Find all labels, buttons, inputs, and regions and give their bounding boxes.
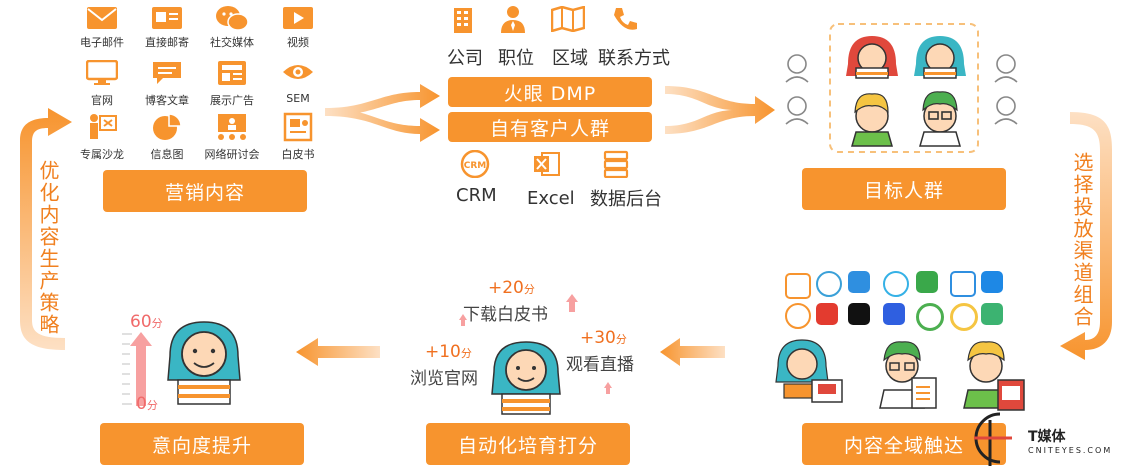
tool-app-icon <box>950 271 976 297</box>
sem-icon <box>280 62 316 82</box>
target-group-frame <box>829 23 979 153</box>
marketing-content-box: 营销内容 <box>103 170 307 212</box>
score-gauge <box>122 332 152 406</box>
intent-up-box: 意向度提升 <box>100 423 304 465</box>
phone-icon <box>612 5 638 37</box>
score-max: 60分 <box>130 312 163 332</box>
channel-label: 博客文章 <box>145 94 189 107</box>
building-icon <box>451 6 475 38</box>
baidu-icon <box>883 303 905 325</box>
dmp-box: 火眼 DMP <box>448 77 652 107</box>
display-ad-icon <box>214 60 250 86</box>
avatar-man-green-icon <box>919 91 961 147</box>
browser-app-icon <box>950 303 978 331</box>
database-icon <box>603 150 629 182</box>
douyin-icon <box>848 303 870 325</box>
source-label: CRM <box>456 185 497 206</box>
channel-label: 电子邮件 <box>80 36 124 49</box>
crm-icon: CRM <box>458 149 492 182</box>
score-plus20: +20分 <box>488 278 535 298</box>
target-avatars <box>785 36 1018 147</box>
qa-app-icon <box>916 271 938 293</box>
channel-label: 直接邮寄 <box>145 36 189 49</box>
channel-label: 网络研讨会 <box>204 148 260 161</box>
arrow-left-up <box>20 108 72 350</box>
webinar-icon <box>214 112 250 142</box>
own-customers-box: 自有客户人群 <box>448 112 652 142</box>
omni-content-box: 内容全域触达 <box>802 423 1006 465</box>
avatar-woman-left-icon <box>167 321 241 405</box>
arrow-merge <box>665 86 775 134</box>
zhihu-icon <box>981 271 1003 293</box>
channel-label: 视频 <box>287 36 309 49</box>
avatar-man-clipboard-icon <box>879 341 937 409</box>
action-whitepaper: 下载白皮书 <box>463 305 548 325</box>
avatar-man-yellow-icon <box>851 93 893 147</box>
svg-text:CRM: CRM <box>464 161 487 171</box>
avatar-man-phone-icon <box>963 341 1025 411</box>
avatar-woman-laptop-icon <box>775 339 843 403</box>
mail-app-icon <box>785 273 811 299</box>
map-icon <box>550 5 586 36</box>
logo-domain: CNITEYES.COM <box>1028 446 1113 455</box>
arrow-bottom-1 <box>660 338 725 366</box>
arrow-to-own <box>325 108 440 142</box>
grey-avatar-icon <box>785 54 1018 125</box>
avatar-woman-teal-icon <box>914 36 966 79</box>
attr-label: 联系方式 <box>598 48 670 69</box>
channel-label: SEM <box>286 92 310 105</box>
channel-label: 社交媒体 <box>210 36 254 49</box>
avatar-woman-red-icon <box>846 36 898 79</box>
persona-devices <box>775 339 1025 411</box>
email-icon <box>84 6 120 30</box>
toutiao-icon <box>816 303 838 325</box>
attr-label: 公司 <box>447 48 483 69</box>
channel-label: 白皮书 <box>281 148 315 161</box>
attr-label: 职位 <box>498 48 534 69</box>
excel-icon <box>533 150 561 182</box>
podcast-app-icon <box>785 303 811 329</box>
logo-name: T媒体 <box>1028 429 1066 445</box>
news-app-icon <box>848 271 870 293</box>
source-label: 数据后台 <box>590 189 662 210</box>
right-side-label: 选择投放渠道组合 <box>1070 152 1094 328</box>
left-side-label: 优化内容生产策略 <box>36 160 60 336</box>
action-live: 观看直播 <box>566 355 634 375</box>
blog-icon <box>149 60 185 86</box>
target-audience-box: 目标人群 <box>802 168 1006 210</box>
score-min: 0分 <box>136 394 158 414</box>
weibo-icon <box>816 271 842 297</box>
salon-icon <box>84 112 120 142</box>
channel-label: 信息图 <box>150 148 184 161</box>
score-plus10: +10分 <box>425 342 472 362</box>
wechat-icon <box>981 303 1003 325</box>
score-plus30: +30分 <box>580 328 627 348</box>
arrow-right-down <box>1060 112 1112 360</box>
avatar-woman-center-icon <box>491 341 561 415</box>
action-website: 浏览官网 <box>410 369 478 389</box>
whitepaper-icon <box>280 112 316 142</box>
arrow-to-dmp <box>325 84 440 116</box>
channel-label: 官网 <box>91 94 113 107</box>
video-icon <box>280 6 316 30</box>
tencent-app-icon <box>916 303 944 331</box>
attr-label: 区域 <box>552 48 588 69</box>
auto-nurture-box: 自动化培育打分 <box>426 423 630 465</box>
social-media-icon <box>214 4 250 32</box>
channel-label: 展示广告 <box>210 94 254 107</box>
channel-label: 专属沙龙 <box>80 148 124 161</box>
arrow-bottom-2 <box>296 338 380 366</box>
tmedia-logo-icon <box>974 412 1012 466</box>
website-icon <box>84 60 120 86</box>
direct-mail-icon <box>149 6 185 30</box>
source-label: Excel <box>527 188 575 209</box>
person-tie-icon <box>500 5 526 37</box>
video-app-icon <box>883 271 909 297</box>
infographic-icon <box>149 112 185 142</box>
